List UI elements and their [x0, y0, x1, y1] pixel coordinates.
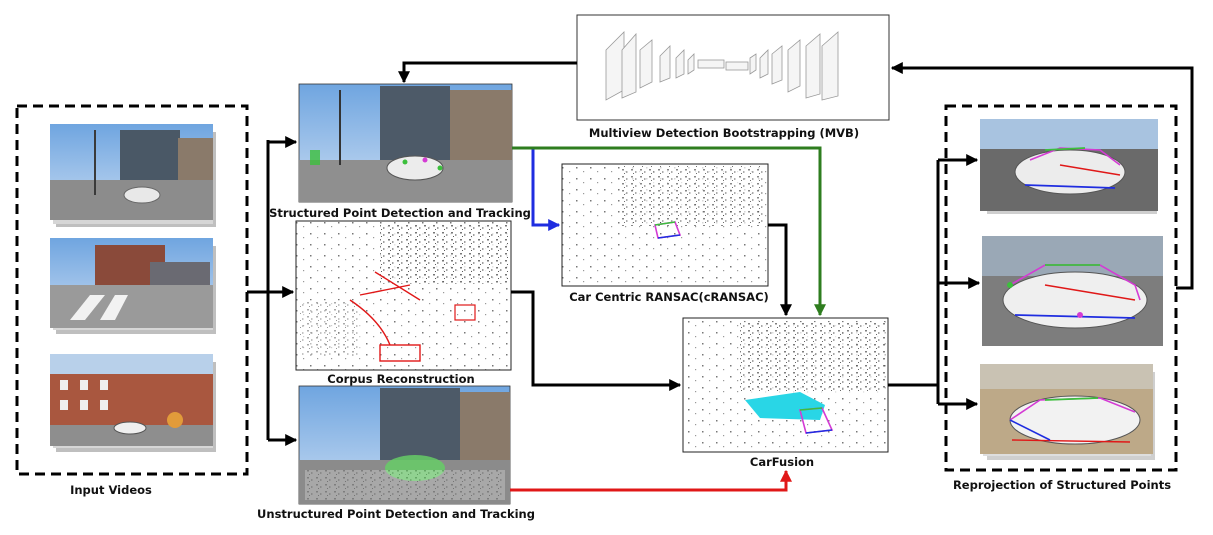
unstructured-detection-label: Unstructured Point Detection and Trackin…	[257, 507, 535, 521]
unstructured-detection-panel: Unstructured Point Detection and Trackin…	[257, 385, 535, 521]
corpus-reconstruction-label: Corpus Reconstruction	[327, 372, 474, 386]
arrow-cransac-to-carfusion	[768, 223, 792, 317]
reprojection-image-3	[980, 364, 1155, 460]
input-video-stack-1	[50, 124, 216, 227]
arrow-mvb-to-structured	[398, 61, 577, 84]
reprojection-image-1	[980, 119, 1158, 214]
cransac-label: Car Centric RANSAC(cRANSAC)	[569, 290, 769, 304]
arrow-corpus-to-carfusion	[511, 290, 682, 391]
input-videos-group: Input Videos	[15, 104, 249, 497]
cransac-panel: Car Centric RANSAC(cRANSAC)	[561, 163, 769, 304]
reprojection-group: Reprojection of Structured Points	[944, 104, 1178, 492]
arrow-reprojection-to-mvb	[890, 62, 1194, 290]
arrow-unstructured-to-carfusion	[510, 469, 792, 492]
carfusion-label: CarFusion	[750, 455, 814, 469]
input-video-stack-2	[50, 238, 216, 334]
reprojection-label: Reprojection of Structured Points	[953, 478, 1171, 492]
reprojection-image-2	[982, 236, 1163, 346]
reprojection-dashed-box	[944, 104, 1178, 472]
carfusion-fused-car	[745, 392, 825, 420]
carfusion-panel: CarFusion	[682, 317, 889, 469]
mvb-panel: Multiview Detection Bootstrapping (MVB)	[576, 14, 890, 140]
corpus-reconstruction-panel: Corpus Reconstruction	[295, 220, 512, 386]
mvb-label: Multiview Detection Bootstrapping (MVB)	[589, 126, 859, 140]
structured-detection-label: Structured Point Detection and Tracking	[269, 206, 531, 220]
input-videos-label: Input Videos	[70, 483, 152, 497]
input-videos-dashed-box	[15, 104, 249, 476]
cransac-car-skeleton	[654, 221, 682, 239]
input-video-stack-3	[50, 354, 216, 452]
arrow-structured-to-carfusion	[512, 146, 826, 317]
flow-arrows	[247, 61, 1194, 492]
carfusion-car-skeleton	[798, 407, 834, 434]
structured-detection-panel: Structured Point Detection and Tracking	[269, 83, 531, 220]
mvb-network-icon	[605, 31, 839, 101]
